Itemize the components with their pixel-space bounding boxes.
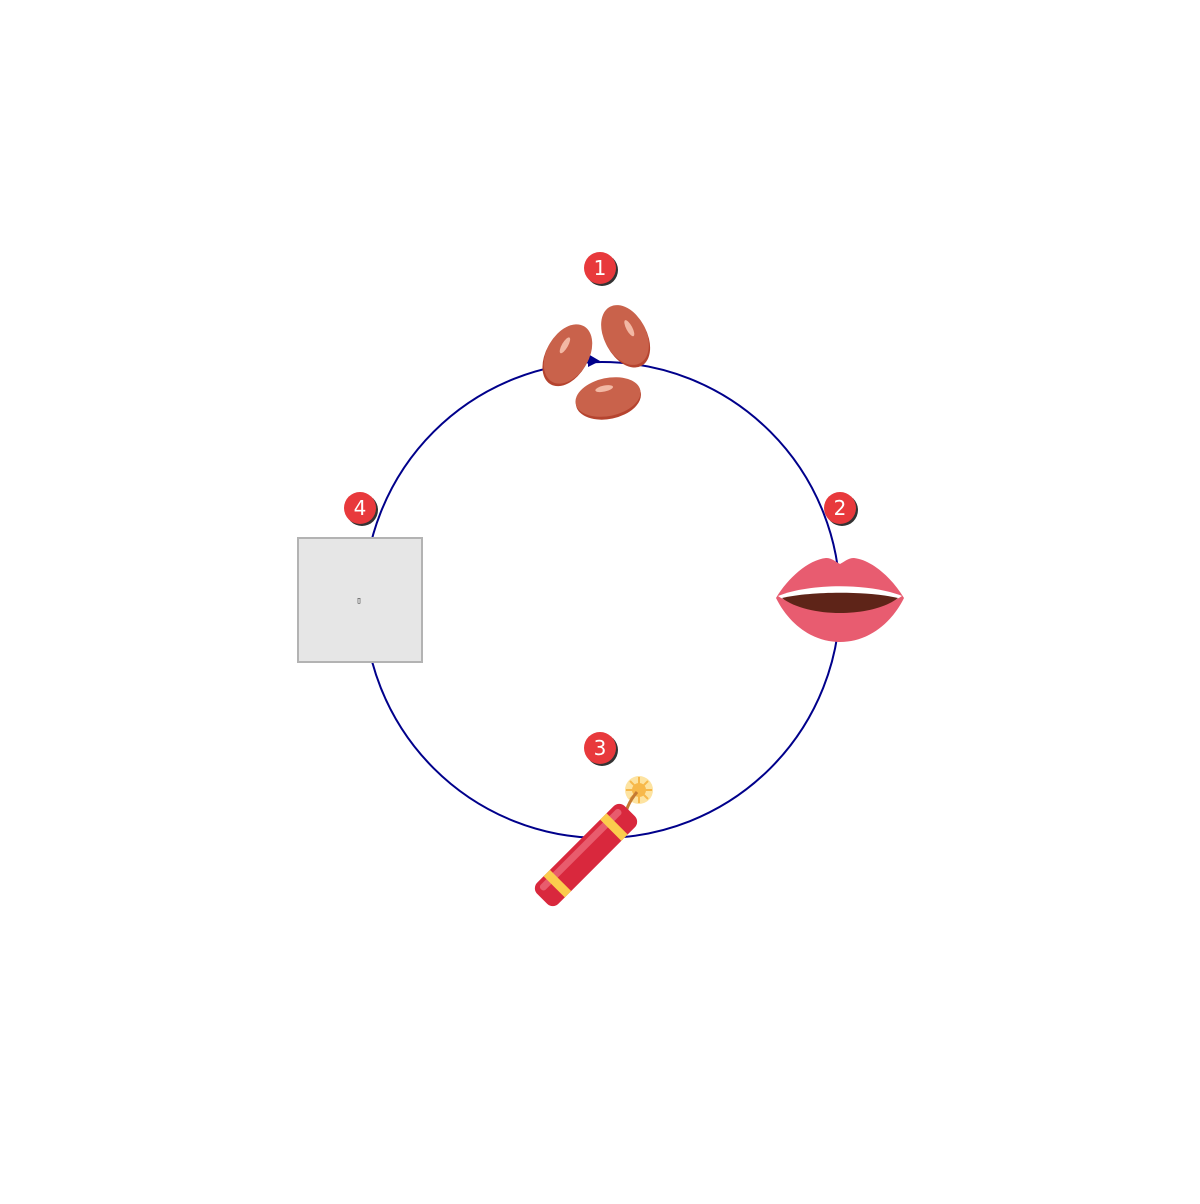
placeholder-glyph: ▯	[356, 596, 361, 606]
firecracker-icon	[534, 776, 653, 907]
step-2: 2	[776, 492, 904, 642]
step-number: 3	[594, 736, 607, 760]
step-number: 4	[354, 496, 367, 520]
step-number: 1	[594, 256, 607, 280]
step-badge: 1	[584, 252, 618, 286]
cycle-ring	[363, 361, 841, 839]
step-number: 2	[834, 496, 847, 520]
kidney-beans-icon	[542, 305, 651, 420]
step-3: 3	[534, 732, 653, 907]
step-4: ▯ 4	[297, 492, 423, 663]
cycle-direction-arrow	[588, 354, 600, 367]
step-badge: 4	[344, 492, 378, 526]
missing-image-placeholder: ▯	[297, 537, 423, 663]
step-badge: 3	[584, 732, 618, 766]
mouth-lips-icon	[776, 558, 904, 642]
step-1: 1	[542, 252, 651, 420]
step-badge: 2	[824, 492, 858, 526]
